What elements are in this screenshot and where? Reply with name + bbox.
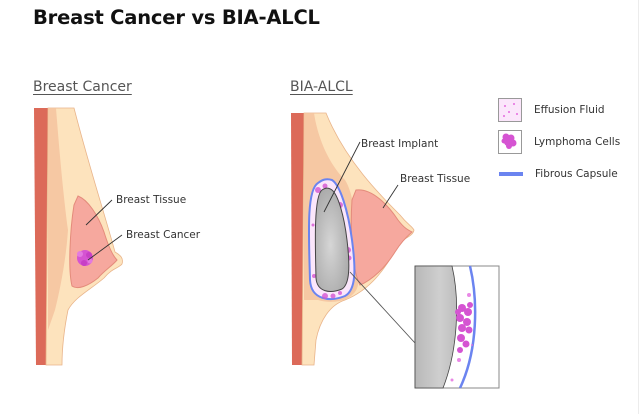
inner-fat-layer xyxy=(48,108,68,330)
breast-cancer-figure: Breast Tissue Breast Cancer xyxy=(34,107,201,366)
legend-label: Effusion Fluid xyxy=(534,104,605,116)
inset-lymphoma-cluster xyxy=(455,302,473,353)
fibrous-capsule-line-icon xyxy=(499,172,523,176)
inset-implant xyxy=(414,265,457,389)
legend-label: Lymphoma Cells xyxy=(534,136,621,148)
legend: Effusion Fluid Lymphoma Cells Fibrous Ca… xyxy=(498,94,620,190)
breast-tissue-label: Breast Tissue xyxy=(400,173,470,185)
magnifier-pointer-line xyxy=(349,271,416,344)
effusion-fluid-swatch-icon xyxy=(498,98,522,122)
implant-pointer-line xyxy=(323,141,361,213)
inset-capsule xyxy=(458,265,477,389)
chest-muscle xyxy=(34,108,48,365)
tissue-pointer-line xyxy=(85,199,113,226)
page-title: Breast Cancer vs BIA-ALCL xyxy=(33,6,320,29)
inset-effusion-dots xyxy=(450,293,473,382)
lymphoma-cells-swatch-icon xyxy=(498,130,522,154)
breast-cancer-tumor xyxy=(77,250,93,266)
bia-alcl-heading: BIA-ALCL xyxy=(290,79,353,95)
breast-implant-label: Breast Implant xyxy=(361,138,438,150)
cancer-pointer-line xyxy=(87,234,123,261)
breast-cancer-label: Breast Cancer xyxy=(126,229,201,241)
breast-implant xyxy=(314,187,350,292)
breast-tissue-label: Breast Tissue xyxy=(116,194,186,206)
tissue-pointer-line xyxy=(382,184,399,209)
legend-label: Fibrous Capsule xyxy=(535,168,618,180)
chest-muscle xyxy=(291,113,304,365)
legend-item-effusion: Effusion Fluid xyxy=(498,94,620,126)
legend-item-capsule: Fibrous Capsule xyxy=(498,158,620,190)
right-edge-divider xyxy=(638,0,639,414)
magnified-inset xyxy=(414,265,500,389)
legend-item-lymphoma: Lymphoma Cells xyxy=(498,126,620,158)
bia-alcl-figure: Breast Implant Breast Tissue xyxy=(291,112,470,366)
breast-cancer-heading: Breast Cancer xyxy=(33,79,132,95)
